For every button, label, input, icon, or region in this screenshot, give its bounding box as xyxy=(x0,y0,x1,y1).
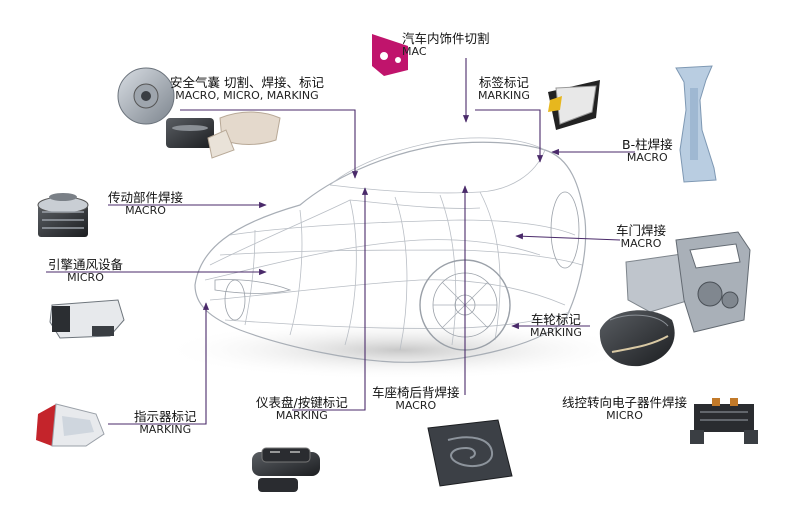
seat-back-label: 车座椅后背焊接 MACRO xyxy=(372,385,460,413)
leader-line xyxy=(180,109,359,179)
label-en: MACRO xyxy=(395,399,437,413)
label-zh: 车轮标记 xyxy=(530,312,581,327)
b-pillar-part-image xyxy=(675,65,717,183)
label-en: MACRO xyxy=(125,204,166,218)
indicator-part-image xyxy=(36,403,105,447)
airbag-part-image xyxy=(117,67,281,159)
seat-back-part-image xyxy=(427,419,513,487)
trim-cutting-label: 汽车内饰件切割 MAC xyxy=(402,31,490,59)
label-part-image xyxy=(548,80,600,130)
airbag-label: 安全气囊 切割、焊接、标记 MACRO, MICRO, MARKING xyxy=(170,75,324,103)
leader-line xyxy=(515,233,621,241)
engine-vent-label: 引擎通风设备 MICRO xyxy=(48,257,124,285)
label-zh: 线控转向电子器件焊接 xyxy=(562,395,688,410)
wheel-part-image xyxy=(599,310,675,367)
leader-lines xyxy=(46,58,635,425)
drivetrain-label: 传动部件焊接 MACRO xyxy=(108,190,184,218)
wheel-label: 车轮标记 MARKING xyxy=(530,312,582,340)
label-en: MARKING xyxy=(530,326,582,340)
label-zh: 引擎通风设备 xyxy=(48,257,124,272)
label-zh: B-柱焊接 xyxy=(622,137,673,152)
leader-line xyxy=(108,302,210,425)
label-zh: 仪表盘/按键标记 xyxy=(256,395,348,410)
door-part-image xyxy=(625,231,751,333)
indicator-label: 指示器标记 MARKING xyxy=(134,409,197,437)
dashboard-part-image xyxy=(252,447,320,492)
label-en: MICRO xyxy=(67,271,104,285)
label-marking-label: 标签标记 MARKING xyxy=(478,75,530,103)
engine-vent-part-image xyxy=(49,299,125,339)
leader-line xyxy=(292,187,369,411)
label-en: MAC xyxy=(402,45,427,59)
car-wireframe xyxy=(160,137,640,380)
drivetrain-part-image xyxy=(37,193,89,237)
label-zh: 车座椅后背焊接 xyxy=(372,385,460,400)
label-zh: 车门焊接 xyxy=(616,223,667,238)
label-en: MACRO, MICRO, MARKING xyxy=(175,89,319,103)
steer-by-wire-part-image xyxy=(690,398,758,444)
label-en: MACRO xyxy=(626,151,668,165)
label-en: MARKING xyxy=(139,423,192,437)
label-zh: 汽车内饰件切割 xyxy=(402,31,490,46)
trim-part-image xyxy=(372,34,408,76)
label-zh: 标签标记 xyxy=(478,75,529,90)
steer-by-wire-label: 线控转向电子器件焊接 MICRO xyxy=(562,395,688,423)
dashboard-label: 仪表盘/按键标记 MARKING xyxy=(256,395,348,423)
leader-line xyxy=(475,109,544,163)
label-en: MARKING xyxy=(478,89,530,103)
label-zh: 安全气囊 切割、焊接、标记 xyxy=(170,75,324,90)
label-zh: 传动部件焊接 xyxy=(108,190,184,205)
door-label: 车门焊接 MACRO xyxy=(616,223,667,251)
b-pillar-label: B-柱焊接 MACRO xyxy=(622,137,673,165)
label-en: MACRO xyxy=(620,237,662,251)
label-zh: 指示器标记 xyxy=(134,409,197,424)
label-en: MARKING xyxy=(275,409,328,423)
label-en: MICRO xyxy=(606,409,643,423)
